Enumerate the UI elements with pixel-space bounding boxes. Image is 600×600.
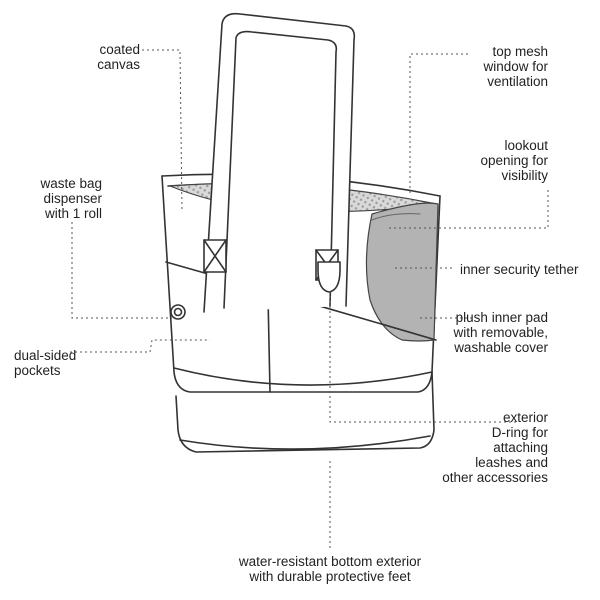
- bottom-band: [173, 367, 433, 386]
- leader-pockets: [70, 339, 210, 353]
- leader-d-ring: [329, 290, 516, 423]
- lookout-opening: [365, 202, 439, 342]
- leader-waste-bag: [71, 222, 172, 319]
- bag-illustration: [161, 12, 441, 453]
- leader-coated-canvas: [142, 49, 183, 213]
- waste-bag-dispenser: [170, 304, 186, 320]
- label-inner-security-tether: inner security tether: [460, 262, 579, 277]
- leader-top-mesh: [409, 53, 468, 196]
- leader-lines: [70, 49, 549, 548]
- d-ring: [317, 261, 341, 293]
- bag-body: [161, 175, 441, 393]
